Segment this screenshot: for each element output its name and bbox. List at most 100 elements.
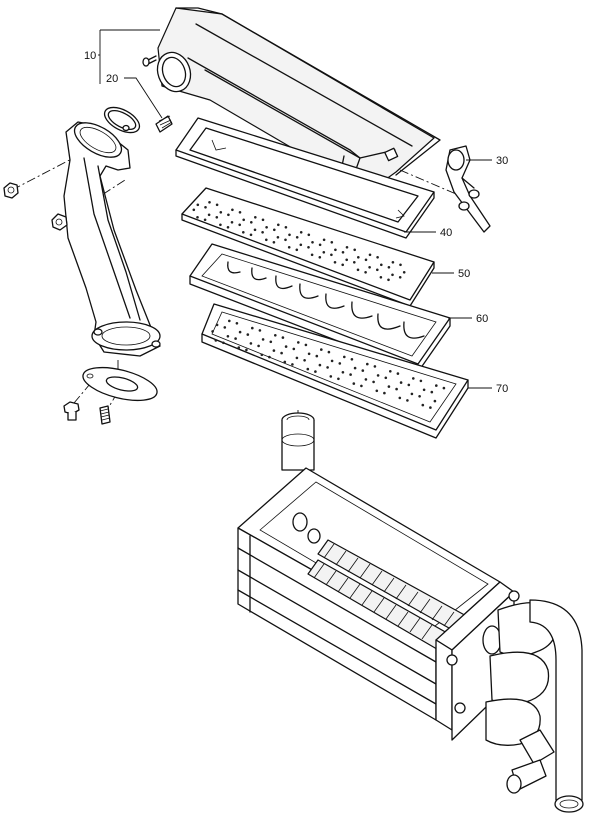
perforation-hole	[196, 216, 199, 219]
perforation-hole	[246, 333, 250, 336]
perforation-hole	[219, 211, 223, 214]
perforation-hole	[376, 268, 379, 272]
perforation-hole	[238, 330, 242, 334]
perforation-hole	[257, 344, 260, 348]
perforation-hole	[419, 379, 423, 383]
perforation-hole	[238, 211, 242, 214]
perforation-hole	[215, 323, 219, 327]
perforation-hole	[398, 276, 402, 279]
perforation-hole	[391, 273, 394, 277]
callout-labels: 10 20 30 40 50 60 70	[84, 50, 508, 395]
perforation-hole	[204, 206, 207, 209]
perforation-hole	[407, 383, 411, 387]
perforation-hole	[272, 349, 276, 352]
perforation-hole	[352, 382, 356, 385]
perforation-hole	[338, 362, 342, 365]
perforation-hole	[396, 372, 400, 375]
perforation-hole	[284, 238, 287, 242]
perforation-hole	[366, 362, 369, 366]
perforation-hole	[306, 367, 310, 371]
flange-gasket	[82, 366, 158, 402]
callout-50: 50	[458, 268, 470, 280]
perforation-hole	[258, 329, 262, 332]
perforation-hole	[250, 221, 253, 224]
perforation-hole	[291, 363, 294, 366]
perforation-hole	[383, 391, 386, 395]
perforation-hole	[387, 266, 391, 269]
perforation-hole	[368, 253, 372, 257]
hex-bolt	[63, 401, 80, 421]
perforation-hole	[368, 266, 371, 269]
perforation-hole	[231, 208, 234, 212]
flue-pipe	[63, 121, 161, 357]
perforation-hole	[412, 377, 415, 380]
perforation-hole	[287, 246, 291, 249]
perforation-hole	[273, 228, 276, 232]
perforation-hole	[329, 375, 333, 378]
perforation-hole	[341, 263, 345, 267]
perforation-hole	[350, 358, 354, 361]
heat-exchanger	[237, 412, 584, 813]
perforation-hole	[364, 378, 368, 381]
perforation-hole	[192, 208, 196, 212]
callout-40: 40	[440, 227, 452, 239]
perforation-hole	[343, 355, 346, 359]
perforation-hole	[230, 221, 234, 224]
perforation-hole	[387, 278, 390, 282]
perforation-hole	[337, 377, 340, 381]
perforation-hole	[429, 406, 432, 409]
perforation-hole	[326, 366, 329, 369]
perforation-hole	[353, 366, 357, 370]
perforation-hole	[314, 370, 317, 373]
perforation-hole	[215, 203, 219, 207]
perforation-hole	[375, 389, 379, 393]
perforation-hole	[372, 380, 375, 384]
perforation-hole	[277, 223, 280, 227]
perforation-hole	[238, 223, 241, 227]
perforation-hole	[280, 351, 283, 355]
perforation-hole	[376, 374, 380, 377]
perforation-hole	[242, 218, 245, 222]
perforation-hole	[261, 218, 265, 222]
perforation-hole	[288, 233, 291, 237]
perforation-hole	[391, 261, 395, 264]
perforation-hole	[253, 228, 257, 232]
perforation-hole	[292, 347, 296, 351]
hood-cover	[142, 7, 441, 193]
perforation-hole	[349, 373, 352, 376]
perforation-hole	[398, 396, 402, 400]
perforation-hole	[268, 355, 271, 359]
perforation-hole	[345, 258, 349, 262]
perforation-hole	[364, 258, 368, 262]
flue-sensor	[445, 145, 491, 233]
perforation-holes-upper	[192, 201, 406, 282]
perforation-hole	[299, 243, 303, 247]
perforation-hole	[260, 353, 264, 357]
perforation-hole	[353, 248, 357, 252]
perforation-hole	[341, 251, 345, 254]
perforation-hole	[334, 248, 337, 252]
perforation-hole	[399, 263, 402, 267]
perforation-hole	[265, 226, 268, 229]
perforation-hole	[235, 322, 239, 325]
leader-lines	[98, 29, 492, 389]
perforation-hole	[422, 388, 426, 392]
perforation-hole	[234, 337, 237, 340]
perforation-hole	[281, 336, 285, 339]
burner-slots	[227, 261, 425, 339]
perforation-hole	[322, 251, 326, 254]
perforation-hole	[318, 363, 322, 367]
hex-nut-2	[51, 213, 68, 231]
perforation-hole	[376, 255, 379, 259]
perforation-hole	[322, 238, 326, 242]
perforation-hole	[430, 390, 434, 394]
perforation-hole	[410, 392, 414, 396]
perforation-hole	[310, 253, 314, 257]
perforated-plate-lower	[201, 303, 469, 439]
perforation-hole	[207, 213, 211, 217]
perforation-hole	[284, 345, 288, 348]
perforation-hole	[245, 348, 248, 352]
perforation-hole	[356, 268, 360, 272]
perforation-hole	[249, 342, 253, 345]
